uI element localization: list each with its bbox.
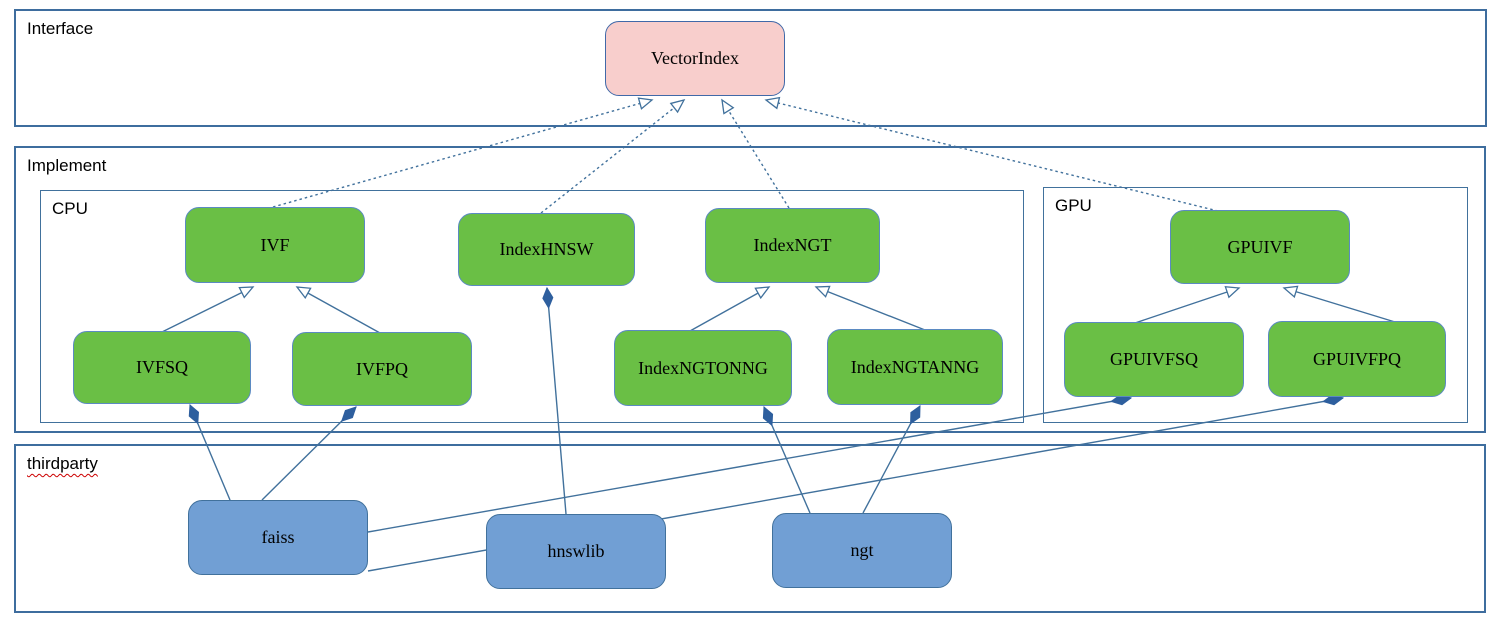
edge-composition-ngt-indexngtanng bbox=[862, 405, 921, 514]
node-faiss: faiss bbox=[188, 500, 368, 575]
edge-generalization-indexngtonng-indexngt bbox=[689, 286, 771, 332]
edge-realization-ivf-vectorindex bbox=[272, 97, 654, 208]
container-label-interface: Interface bbox=[27, 19, 94, 38]
edge-generalization-indexngtanng-indexngt bbox=[814, 285, 926, 331]
node-gpuivf: GPUIVF bbox=[1170, 210, 1350, 284]
edge-composition-ngt-indexngtonng bbox=[762, 405, 811, 514]
node-ivfsq: IVFSQ bbox=[73, 331, 251, 404]
node-label-ivf: IVF bbox=[260, 234, 290, 255]
node-label-ngt: ngt bbox=[850, 540, 874, 560]
edge-composition-faiss-ivfsq bbox=[188, 403, 231, 501]
node-label-faiss: faiss bbox=[261, 527, 295, 547]
container-thirdparty: thirdparty bbox=[14, 444, 1486, 613]
node-ivfpq: IVFPQ bbox=[292, 332, 472, 406]
container-label-implement: Implement bbox=[27, 156, 107, 175]
edge-composition-faiss-ivfpq bbox=[261, 406, 357, 501]
edge-composition-faiss-gpuivfsq bbox=[367, 394, 1133, 533]
edge-composition-hnswlib-indexhnsw bbox=[542, 286, 567, 515]
node-label-indexhnsw: IndexHNSW bbox=[499, 239, 594, 259]
node-indexngtanng: IndexNGTANNG bbox=[827, 329, 1003, 405]
container-gpu: GPU bbox=[1043, 187, 1468, 423]
node-label-gpuivfsq: GPUIVFSQ bbox=[1109, 349, 1199, 369]
container-label-gpu: GPU bbox=[1055, 196, 1092, 215]
edge-generalization-ivfpq-ivf bbox=[295, 286, 381, 334]
node-label-hnswlib: hnswlib bbox=[547, 541, 605, 561]
node-label-vectorindex: VectorIndex bbox=[651, 48, 739, 68]
node-label-ivfpq: IVFPQ bbox=[355, 358, 408, 379]
node-indexhnsw: IndexHNSW bbox=[458, 213, 635, 286]
container-interface: Interface bbox=[14, 9, 1487, 127]
node-ivf: IVF bbox=[185, 207, 365, 283]
node-label-indexngtonng: IndexNGTONNG bbox=[638, 357, 768, 378]
container-implement: Implement bbox=[14, 146, 1486, 433]
edge-realization-indexngt-vectorindex bbox=[721, 98, 790, 209]
edge-generalization-ivfsq-ivf bbox=[161, 286, 255, 333]
node-label-ivfsq: IVFSQ bbox=[135, 357, 188, 377]
node-hnswlib: hnswlib bbox=[486, 514, 666, 589]
node-indexngt: IndexNGT bbox=[705, 208, 880, 283]
container-label-thirdparty: thirdparty bbox=[27, 454, 98, 473]
container-label-cpu: CPU bbox=[52, 199, 88, 218]
edge-realization-indexhnsw-vectorindex bbox=[540, 98, 686, 214]
node-gpuivfsq: GPUIVFSQ bbox=[1064, 322, 1244, 397]
node-gpuivfpq: GPUIVFPQ bbox=[1268, 321, 1446, 397]
node-label-gpuivf: GPUIVF bbox=[1227, 236, 1293, 257]
edge-generalization-gpuivfpq-gpuivf bbox=[1282, 285, 1396, 323]
node-label-indexngt: IndexNGT bbox=[753, 235, 832, 255]
edge-realization-gpuivf-vectorindex bbox=[764, 96, 1219, 212]
node-ngt: ngt bbox=[772, 513, 952, 588]
node-vectorindex: VectorIndex bbox=[605, 21, 785, 96]
node-label-gpuivfpq: GPUIVFPQ bbox=[1312, 348, 1402, 369]
container-cpu: CPU bbox=[40, 190, 1024, 423]
edge-generalization-gpuivfsq-gpuivf bbox=[1134, 286, 1241, 324]
node-indexngtonng: IndexNGTONNG bbox=[614, 330, 792, 406]
node-label-indexngtanng: IndexNGTANNG bbox=[850, 356, 980, 377]
